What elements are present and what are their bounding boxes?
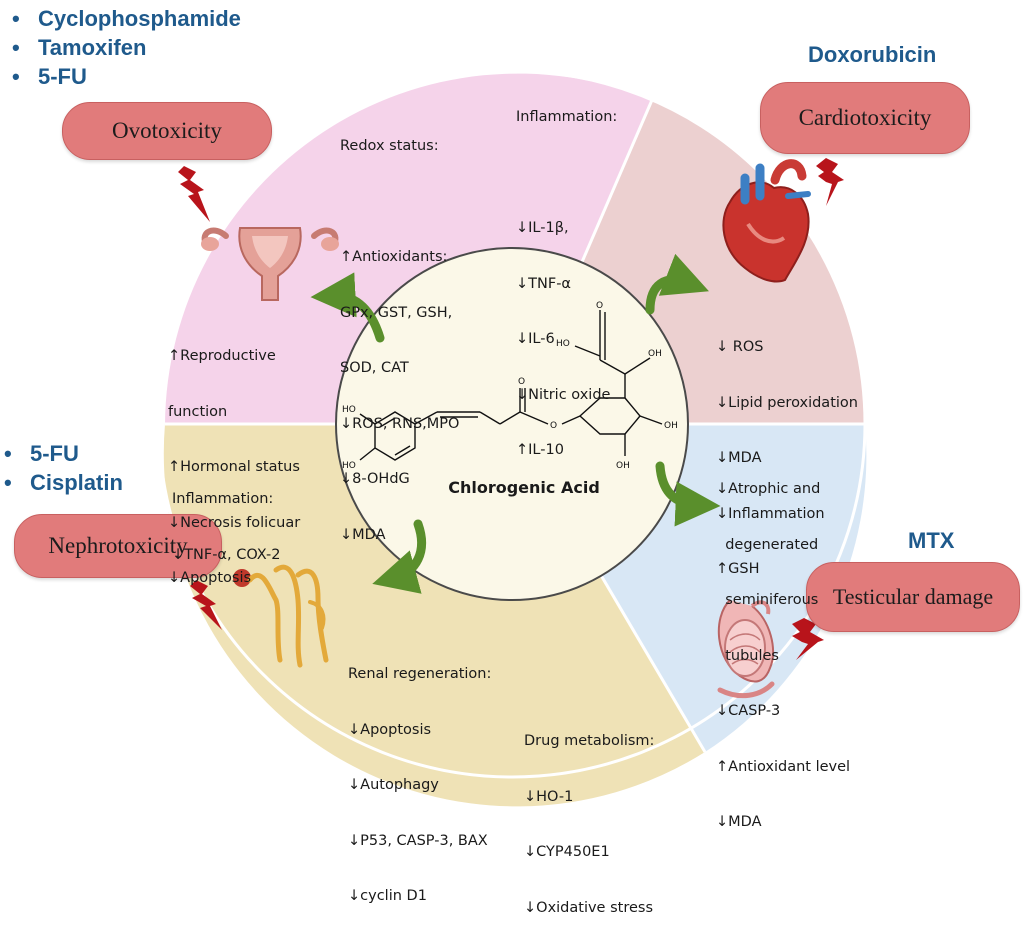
effects-line: ↓Apoptosis — [348, 721, 432, 738]
curved-arrow-icon-testis — [655, 461, 721, 527]
effects-line: ↓CASP-3 — [716, 703, 781, 719]
lightning-bolt-icon-cardiac — [816, 158, 844, 206]
effects-line: GPx, GST, GSH, — [340, 304, 453, 321]
effects-inflammation-top: Inflammation: ↓IL-1β, ↓TNF-α ↓IL-6 ↓Nitr… — [516, 71, 617, 478]
effects-title: Inflammation: — [516, 109, 618, 125]
effects-title: Inflammation: — [172, 491, 274, 507]
effects-line: ↓MDA — [340, 526, 386, 543]
atom-ho-3: HO — [556, 339, 570, 349]
effects-line: tubules — [716, 647, 779, 664]
effects-line: ↓HO-1 — [524, 788, 574, 805]
effects-title: Renal regeneration: — [348, 666, 492, 682]
effects-line: ↓P53, CASP-3, BAX — [348, 832, 488, 849]
effects-title: Redox status: — [340, 138, 439, 154]
effects-line: function — [168, 403, 228, 420]
effects-line: ↓cyclin D1 — [348, 888, 427, 904]
effects-line: ↑Antioxidants: — [340, 249, 448, 265]
effects-line: ↑Hormonal status — [168, 459, 300, 475]
effects-line: ↓Inflammation — [716, 505, 825, 522]
effects-line: ↓ROS, RNS,MPO — [340, 415, 460, 432]
lightning-bolts — [178, 158, 844, 660]
effects-line: ↑IL-10 — [516, 442, 564, 458]
effects-cardiac: ↓ ROS ↓Lipid peroxidation ↓MDA ↓Inflamma… — [716, 301, 858, 597]
drug-item: 5-FU — [4, 439, 123, 468]
center-title: Chlorogenic Acid — [448, 478, 600, 497]
drug-label-mtx: MTX — [908, 528, 955, 553]
lightning-bolt-icon-ovary — [178, 166, 210, 222]
effects-line: ↓Lipid peroxidation — [716, 394, 858, 411]
drug-item: Cyclophosphamide — [12, 4, 241, 33]
diagram-canvas: HO HO O O HO O OH OH OH — [163, 73, 867, 807]
atom-oh-3: OH — [616, 461, 630, 471]
effects-line: ↓Atrophic and — [716, 481, 821, 497]
effects-line: ↓Apoptosis — [168, 570, 252, 586]
effects-line: ↓Necrosis folicuar — [168, 514, 301, 531]
effects-line: ↓TNF-α — [516, 275, 571, 292]
lightning-bolt-icon-testis — [792, 618, 824, 660]
toxicity-badge-cardiotoxicity: Cardiotoxicity — [760, 82, 970, 154]
effects-line: ↑Antioxidant level — [716, 758, 851, 775]
effects-line: ↓MDA — [716, 814, 762, 830]
effects-testicular: ↓Atrophic and degenerated seminiferous t… — [716, 443, 850, 850]
effects-line: ↓IL-1β, — [516, 220, 569, 236]
toxicity-badge-nephrotoxicity: Nephrotoxicity — [14, 514, 222, 578]
effects-line: degenerated — [716, 536, 819, 553]
effects-line: seminiferous — [716, 592, 819, 608]
drug-list-ovarian: Cyclophosphamide Tamoxifen 5-FU — [12, 4, 241, 91]
curved-arrows — [310, 253, 721, 594]
toxicity-badge-ovotoxicity: Ovotoxicity — [62, 102, 272, 160]
drug-label-doxorubicin: Doxorubicin — [808, 42, 937, 67]
effects-line: ↓Oxidative stress — [524, 899, 653, 916]
testis-icon — [717, 599, 775, 699]
atom-oh-2: OH — [664, 421, 678, 431]
effects-line: ↓IL-6 — [516, 331, 555, 347]
effects-line: ↓8-OHdG — [340, 471, 410, 487]
drug-list-renal: 5-FU Cisplatin — [4, 439, 123, 497]
drug-item: Cisplatin — [4, 468, 123, 497]
effects-line: ↓MDA — [716, 450, 762, 466]
effects-renal-inflammation: Inflammation: ↓TNF-α, COX-2 — [172, 453, 280, 583]
effects-drug-metabolism: Drug metabolism: ↓HO-1 ↓CYP450E1 ↓Oxidat… — [524, 695, 654, 936]
effects-renal-regeneration: Renal regeneration: ↓Apoptosis ↓Autophag… — [348, 628, 491, 924]
effects-line: ↓CYP450E1 — [524, 844, 610, 860]
toxicity-badge-testicular-damage: Testicular damage — [806, 562, 1020, 632]
kidney-icon — [233, 564, 329, 668]
sector-kidney — [163, 424, 705, 807]
atom-ho-2: HO — [342, 461, 356, 471]
effects-line: ↓Autophagy — [348, 777, 439, 793]
effects-line: ↑Reproductive — [168, 348, 276, 364]
effects-reproductive: ↑Reproductive function ↑Hormonal status … — [168, 310, 300, 606]
uterus-icon — [201, 227, 339, 301]
atom-o-1: O — [518, 377, 525, 387]
effects-line: ↑GSH — [716, 561, 760, 577]
drug-item: Tamoxifen — [12, 33, 241, 62]
curved-arrow-icon-ovary — [310, 272, 385, 343]
lightning-bolt-icon-kidney — [190, 580, 222, 630]
effects-title: Drug metabolism: — [524, 733, 655, 749]
effects-redox-status: Redox status: ↑Antioxidants: GPx, GST, G… — [340, 100, 459, 563]
curved-arrow-icon-kidney — [372, 519, 427, 594]
curved-arrow-icon-cardiac — [645, 253, 709, 315]
effects-line: ↓Nitric oxide — [516, 386, 611, 403]
atom-o-2: O — [550, 421, 557, 431]
drug-item: 5-FU — [12, 62, 241, 91]
molecule-atom-labels: HO HO O O HO O OH OH OH — [342, 301, 678, 471]
atom-o-3: O — [596, 301, 603, 311]
effects-line: ↓TNF-α, COX-2 — [172, 546, 281, 563]
effects-line: ↓ ROS — [716, 339, 764, 355]
effects-line: SOD, CAT — [340, 360, 409, 376]
atom-ho-1: HO — [342, 405, 356, 415]
chemical-structure-icon — [359, 310, 663, 461]
atom-oh-1: OH — [648, 349, 662, 359]
heart-icon — [722, 159, 811, 283]
